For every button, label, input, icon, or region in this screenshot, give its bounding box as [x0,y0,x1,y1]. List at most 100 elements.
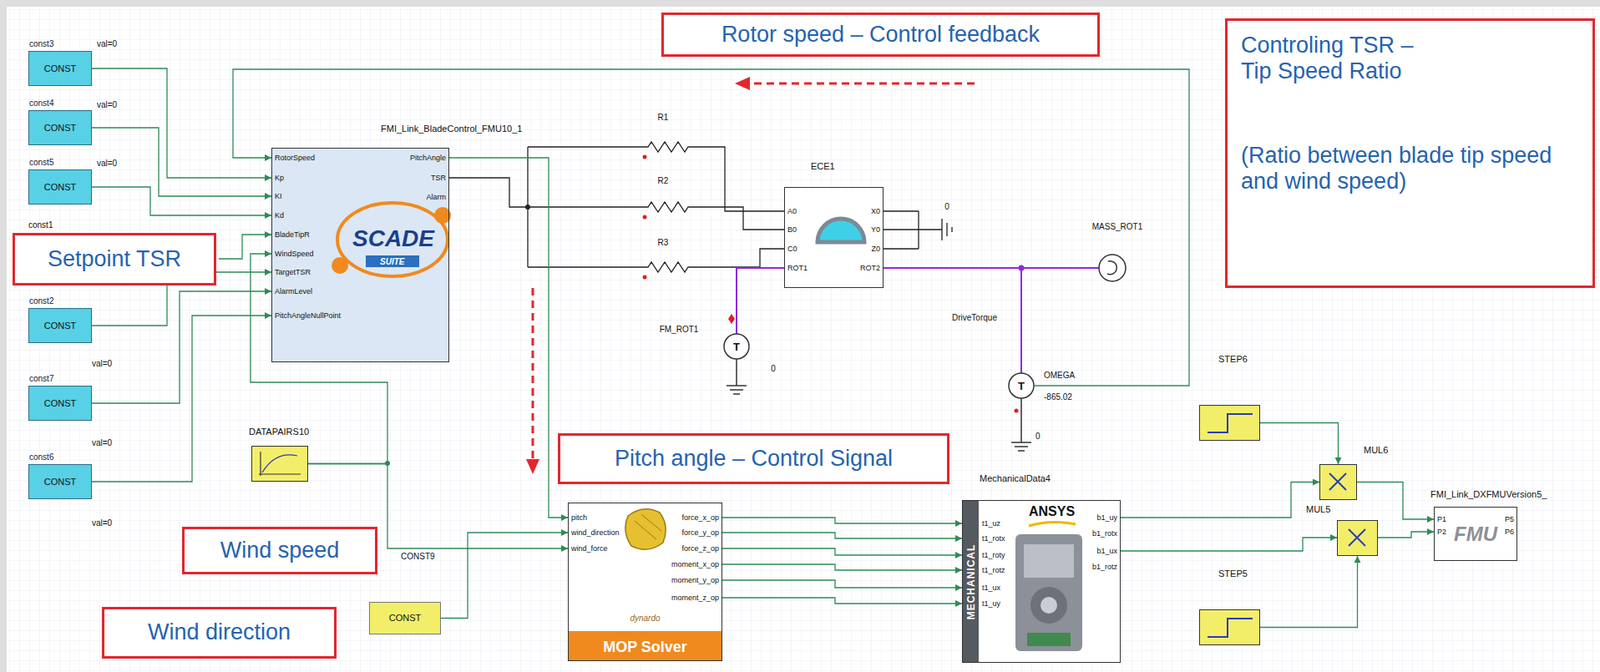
pin-label: Y0 [870,226,881,234]
node-text: CONST [389,612,422,624]
value-label: const1 [28,221,53,230]
block-fills [271,147,450,363]
torque-source [1008,373,1034,399]
rotational-wire [1020,268,1023,374]
value-label: val=0 [96,159,117,168]
pin-label: B0 [787,226,797,234]
pin-label: TargetTSR [274,268,311,277]
grid-ground [6,6,1600,672]
callout-arrowhead [526,459,540,475]
node-text: FMU [1434,522,1517,547]
block-fills [567,502,723,662]
pin-label: b1_rotz [1092,563,1118,572]
step-symbol [1207,414,1253,638]
node-heading: const2 [29,296,54,307]
value-label: MASS_ROT1 [1092,222,1144,232]
node-text: CONST [44,182,77,193]
pin-label: force_y_op [681,529,719,537]
signal-connector [1260,556,1358,628]
value-label: DriveTorque [951,313,998,323]
mechanical-picture [1023,544,1074,578]
block-fills [784,187,884,289]
pin-label: BladeTipR [274,231,310,239]
converter-block: ECE1 [784,187,884,289]
node-text: DATAPAIRS10 [248,426,309,438]
pin-label: force_z_op [681,545,719,553]
pin-label: PitchAngle [410,154,446,163]
inertia-mass [1098,254,1126,282]
inertia-mass [1107,261,1117,275]
symbol-letter: T [1017,380,1025,392]
node-text: CONST [44,122,77,134]
multiplier-block: MUL6 [1319,464,1357,501]
pin-label: RotorSpeed [274,154,315,163]
signal-wire [232,69,1190,386]
electrical-wire [703,146,785,268]
datapairs-icon [262,455,298,473]
const-block: const6CONST [28,464,92,500]
block-fills [1336,520,1378,557]
scade-logo [331,257,349,274]
const-block: CONST [369,602,441,635]
callout-box: Pitch angle – Control Signal [557,433,950,485]
node-text: SUITE [379,256,405,269]
const-block: const4CONST [28,110,92,146]
pin-label: AlarmLevel [274,288,313,296]
resistor-symbol [637,202,704,213]
block-fills [567,631,723,662]
callout-box: Wind speed [182,526,378,575]
pin-label: t1_rotz [982,567,1006,575]
scade-logo [331,202,451,277]
value-label: CONST9 [400,552,436,562]
pin-label: X0 [870,207,881,216]
signal-connector [722,580,963,588]
ground-symbol [1011,398,1032,451]
pin-label: b1_ux [1096,547,1118,556]
signal-connector [91,68,272,178]
step-symbol [1207,618,1253,638]
block-fills [1199,405,1261,441]
multiplier-block: MUL5 [1336,520,1378,557]
ece-icon [817,218,865,243]
signal-wire [218,234,272,259]
callout-arrowhead [734,76,750,91]
callout-box: Controling TSR – Tip Speed Ratio(Ratio b… [1225,18,1595,289]
node-text: MUL6 [1363,445,1388,456]
resistor-symbol [643,215,648,220]
block-fills [962,500,979,664]
node-text: Rotor speed – Control feedback [721,21,1040,48]
callout-box: Wind direction [101,607,337,659]
node-text: (Ratio between blade tip speed and wind … [1240,142,1580,195]
pin-label: TSR [430,174,446,183]
junction-dot [525,204,531,210]
pin-label: C0 [787,245,798,254]
const-block: const7CONST [28,385,92,421]
signal-connector [1120,482,1320,519]
value-label: FM_ROT1 [659,325,699,335]
resistor-symbol [643,275,648,280]
pin-label: b1_rotx [1092,530,1118,538]
signal-connector [722,564,963,571]
signal-connector [91,291,272,404]
node-heading: FMI_Link_DXFMUVersion5_ [1430,489,1547,501]
mechanical-picture [1027,632,1071,647]
signal-connector [1120,537,1337,552]
pin-label: ROT2 [860,264,881,273]
pin-label: P6 [1504,528,1514,537]
multiplier-symbol [1329,473,1366,547]
resistor-symbol [637,141,704,152]
node-text: MOP Solver [568,637,722,658]
signal-connector [440,532,568,619]
resistor-symbol [637,141,704,280]
node-text: Pitch angle – Control Signal [614,445,893,472]
datapairs-block: DATAPAIRS10 [251,445,309,482]
node-text: CONST [44,320,77,332]
pin-label: PitchAngleNullPoint [274,312,341,320]
value-label: OMEGA [1043,371,1075,380]
resistor-symbol [643,155,648,160]
torque-source [724,334,750,360]
pin-label: b1_uy [1096,514,1118,522]
value-label: R1 [658,113,669,122]
